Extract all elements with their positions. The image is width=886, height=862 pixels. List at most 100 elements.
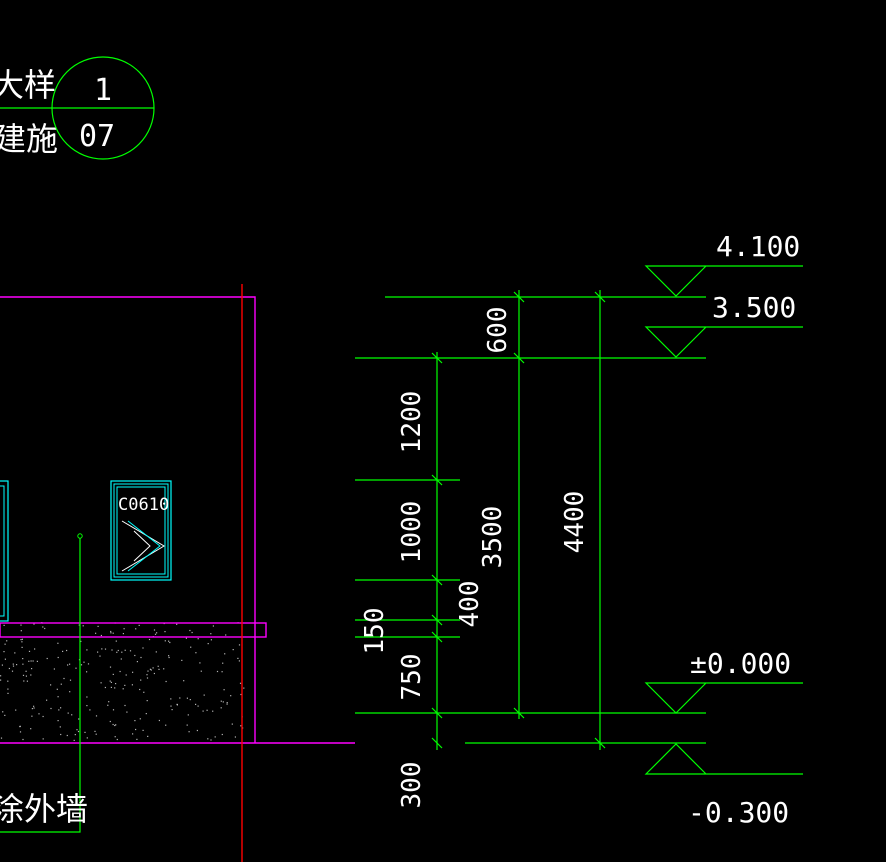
- speckle-dot: [77, 730, 80, 733]
- speckle-dot: [165, 680, 167, 683]
- sheet-index-number: 07: [79, 119, 115, 154]
- dim-150: 150: [360, 608, 390, 655]
- speckle-dot: [95, 715, 98, 717]
- speckle-dot: [190, 646, 192, 648]
- speckle-dot: [25, 675, 27, 677]
- speckle-dot: [0, 675, 2, 677]
- speckle-dot: [132, 733, 134, 735]
- dim-3500: 3500: [478, 506, 508, 569]
- speckle-dot: [20, 630, 22, 632]
- speckle-dot: [57, 656, 59, 659]
- speckle-dot: [0, 737, 3, 739]
- speckle-dot: [78, 624, 80, 626]
- speckle-dot: [104, 686, 106, 689]
- speckle-dot: [12, 663, 14, 665]
- speckle-dot: [238, 660, 240, 662]
- speckle-dot: [109, 680, 111, 682]
- window-tag: C0610: [118, 495, 169, 515]
- speckle-dot: [186, 724, 188, 726]
- speckle-dot: [226, 703, 228, 705]
- speckle-dot: [104, 648, 107, 650]
- speckle-dot: [33, 707, 35, 709]
- speckle-dot: [223, 689, 225, 691]
- speckle-dot: [132, 671, 134, 673]
- elev-marker-zero: [644, 682, 803, 714]
- speckle-dot: [234, 736, 236, 738]
- speckle-dot: [0, 679, 2, 681]
- elev-label-zero: ±0.000: [690, 647, 791, 680]
- speckle-dot: [23, 680, 25, 682]
- speckle-dot: [109, 666, 112, 668]
- speckle-dot: [155, 651, 157, 653]
- speckle-dot: [146, 700, 148, 702]
- speckle-dot: [59, 726, 61, 728]
- speckle-dot: [140, 656, 142, 659]
- speckle-dot: [158, 668, 160, 670]
- speckle-dot: [66, 734, 68, 737]
- speckle-dot: [71, 714, 73, 716]
- speckle-dot: [117, 649, 119, 652]
- speckle-dot: [86, 671, 88, 673]
- speckle-dot: [34, 648, 36, 650]
- speckle-dot: [124, 704, 126, 707]
- speckle-dot: [226, 702, 228, 704]
- speckle-dot: [78, 718, 80, 720]
- title-block: 大样 建施 1 07: [0, 56, 155, 160]
- speckle-dot: [121, 651, 123, 653]
- speckle-dot: [32, 660, 34, 662]
- speckle-dot: [89, 709, 91, 711]
- detail-index-number: 1: [94, 73, 112, 108]
- speckle-dot: [31, 715, 33, 717]
- speckle-dot: [44, 627, 46, 630]
- speckle-dot: [28, 660, 30, 662]
- window-c0610: C0610: [110, 480, 172, 581]
- speckle-dot: [22, 674, 25, 676]
- speckle-dot: [145, 713, 147, 715]
- speckle-dot: [33, 623, 35, 625]
- speckle-dot: [38, 713, 40, 715]
- material-callout: 涂外墙: [0, 533, 88, 833]
- speckle-dot: [111, 649, 113, 651]
- speckle-dot: [165, 724, 167, 726]
- speckle-dot: [2, 711, 4, 713]
- speckle-dot: [197, 705, 199, 707]
- speckle-dot: [146, 674, 148, 676]
- speckle-dot: [99, 655, 101, 657]
- speckle-dot: [212, 625, 214, 627]
- speckle-dot: [30, 660, 32, 662]
- speckle-dot: [189, 629, 191, 632]
- elevation-markers: [644, 265, 803, 775]
- speckle-dot: [134, 654, 136, 657]
- speckle-dot: [86, 705, 88, 707]
- dimension-system: [355, 290, 706, 750]
- speckle-dot: [214, 736, 216, 738]
- speckle-dot: [110, 630, 112, 633]
- speckle-dot: [169, 641, 171, 644]
- speckle-dot: [210, 739, 212, 741]
- speckle-dot: [74, 734, 76, 736]
- plinth-texture: [0, 637, 255, 743]
- partial-window: [0, 480, 9, 622]
- speckle-dot: [97, 651, 99, 653]
- speckle-dot: [152, 667, 154, 669]
- speckle-dot: [95, 733, 97, 735]
- speckle-dot: [21, 641, 23, 643]
- speckle-dot: [119, 670, 121, 673]
- speckle-dot: [240, 725, 242, 727]
- dim-4400: 4400: [560, 491, 590, 554]
- speckle-dot: [75, 667, 77, 669]
- speckle-dot: [21, 646, 23, 648]
- speckle-dot: [179, 697, 181, 699]
- speckle-dot: [115, 640, 117, 642]
- speckle-dot: [112, 709, 115, 711]
- speckle-dot: [183, 680, 185, 682]
- speckle-dot: [239, 682, 242, 684]
- speckle-dot: [33, 705, 35, 707]
- speckle-dot: [207, 643, 209, 645]
- speckle-dot: [231, 723, 233, 725]
- speckle-dot: [87, 663, 90, 665]
- speckle-dot: [168, 655, 170, 657]
- speckle-dot: [30, 674, 32, 676]
- speckle-dot: [191, 631, 193, 634]
- speckle-dot: [131, 684, 133, 686]
